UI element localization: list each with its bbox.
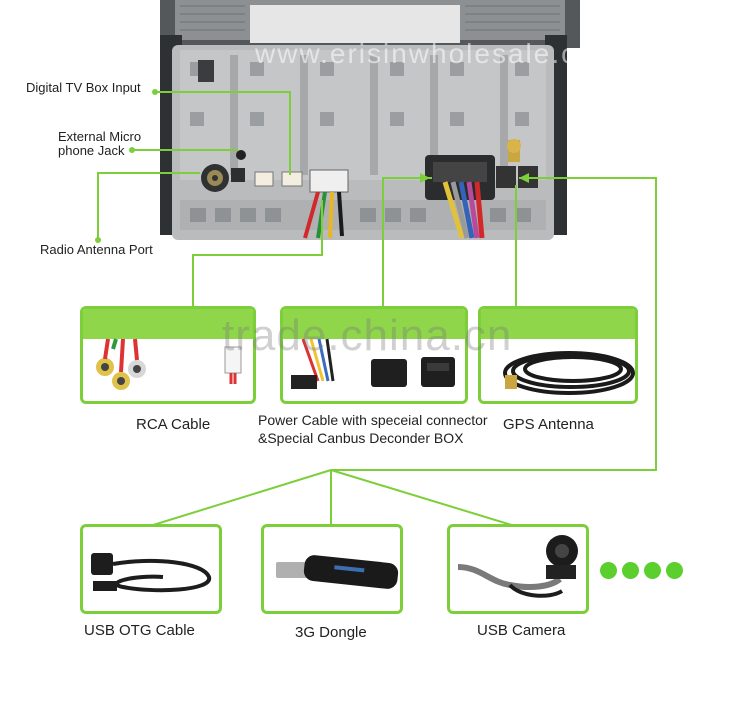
3g-dongle-caption: 3G Dongle — [295, 624, 367, 641]
usb-otg-box — [80, 524, 222, 614]
mic-jack-label-line1: External Micro — [58, 129, 142, 144]
usb-otg-caption: USB OTG Cable — [84, 622, 195, 639]
gps-antenna-image — [481, 309, 635, 395]
power-cable-box — [280, 306, 468, 404]
usb-camera-caption: USB Camera — [477, 622, 566, 639]
top-watermark: www.erisinwholesale.com — [255, 38, 621, 69]
usb-camera-box — [447, 524, 589, 614]
more-dot-2 — [622, 562, 639, 579]
center-watermark: trade.china.cn — [222, 311, 513, 360]
rca-cable-box — [80, 306, 256, 404]
more-dot-4 — [666, 562, 683, 579]
3g-dongle-image — [276, 555, 399, 589]
gps-antenna-caption: GPS Antenna — [503, 416, 594, 433]
more-dot-1 — [600, 562, 617, 579]
antenna-label: Radio Antenna Port — [40, 242, 153, 257]
usb-otg-image — [91, 553, 211, 593]
digital-tv-label: Digital TV Box Input — [26, 80, 141, 95]
power-cable-image — [283, 309, 465, 389]
3g-dongle-box — [261, 524, 403, 614]
usb-camera-image — [457, 535, 578, 598]
rca-cable-image — [83, 309, 253, 390]
power-cable-caption-line2: &Special Canbus Deconder BOX — [258, 430, 464, 446]
more-dot-3 — [644, 562, 661, 579]
power-cable-caption-line1: Power Cable with speceial connector — [258, 412, 488, 428]
mic-jack-label-line2: phone Jack — [58, 143, 125, 158]
gps-antenna-box — [478, 306, 638, 404]
rca-cable-caption: RCA Cable — [136, 416, 211, 433]
